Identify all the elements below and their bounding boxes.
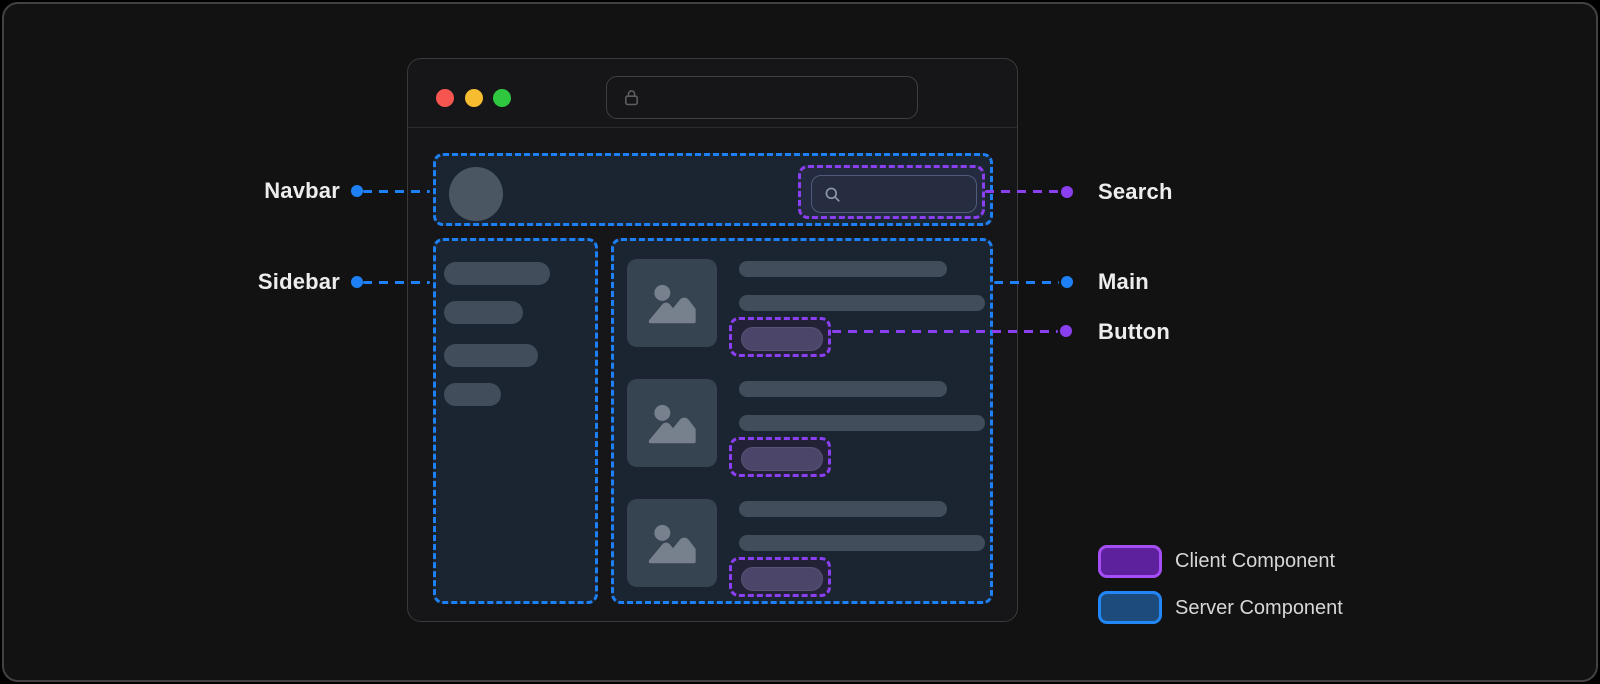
- annotation-label-search: Search: [1098, 179, 1173, 204]
- button-region: [729, 317, 831, 357]
- address-bar[interactable]: [606, 76, 918, 119]
- main-region: [611, 238, 993, 604]
- list-item: [614, 259, 990, 357]
- list-item: [614, 499, 990, 597]
- connector-line-search: [985, 190, 1059, 193]
- text-skeleton-bar: [739, 381, 947, 397]
- legend-swatch-server-component: [1098, 591, 1162, 624]
- browser-window: [407, 58, 1018, 622]
- connector-dot-search: [1061, 186, 1073, 198]
- sidebar-skeleton-bar: [444, 383, 501, 406]
- connector-line-navbar: [363, 190, 430, 193]
- connector-dot-navbar: [351, 185, 363, 197]
- button-region: [729, 437, 831, 477]
- text-skeleton-bar: [739, 261, 947, 277]
- connector-line-main: [994, 281, 1059, 284]
- annotation-label-sidebar: Sidebar: [257, 269, 340, 294]
- search-input[interactable]: [811, 175, 977, 213]
- sidebar-skeleton-bar: [444, 262, 550, 285]
- search-icon: [823, 185, 842, 204]
- browser-titlebar: [408, 59, 1017, 128]
- connector-dot-main: [1061, 276, 1073, 288]
- button-region: [729, 557, 831, 597]
- connector-dot-button: [1060, 325, 1072, 337]
- action-button[interactable]: [741, 567, 823, 591]
- minimize-window-icon[interactable]: [465, 89, 483, 107]
- legend-swatch-client-component: [1098, 545, 1162, 578]
- annotation-label-main: Main: [1098, 269, 1149, 294]
- annotation-label-navbar: Navbar: [264, 178, 340, 203]
- avatar: [449, 167, 503, 221]
- action-button[interactable]: [741, 447, 823, 471]
- annotation-label-button: Button: [1098, 319, 1171, 344]
- sidebar-region: [433, 238, 598, 604]
- image-placeholder: [627, 379, 717, 467]
- lock-icon: [621, 87, 642, 108]
- connector-dot-sidebar: [351, 276, 363, 288]
- text-skeleton-bar: [739, 295, 985, 311]
- list-item: [614, 379, 990, 477]
- close-window-icon[interactable]: [436, 89, 454, 107]
- text-skeleton-bar: [739, 501, 947, 517]
- connector-line-sidebar: [363, 281, 430, 284]
- maximize-window-icon[interactable]: [493, 89, 511, 107]
- sidebar-skeleton-bar: [444, 301, 523, 324]
- text-skeleton-bar: [739, 535, 985, 551]
- image-placeholder: [627, 259, 717, 347]
- image-placeholder: [627, 499, 717, 587]
- legend-label-client-component: Client Component: [1175, 550, 1336, 572]
- search-region: [798, 165, 985, 219]
- sidebar-skeleton-bar: [444, 344, 538, 367]
- action-button[interactable]: [741, 327, 823, 351]
- text-skeleton-bar: [739, 415, 985, 431]
- connector-line-button: [832, 330, 1058, 333]
- navbar-region: [433, 153, 993, 226]
- legend-label-server-component: Server Component: [1175, 597, 1343, 619]
